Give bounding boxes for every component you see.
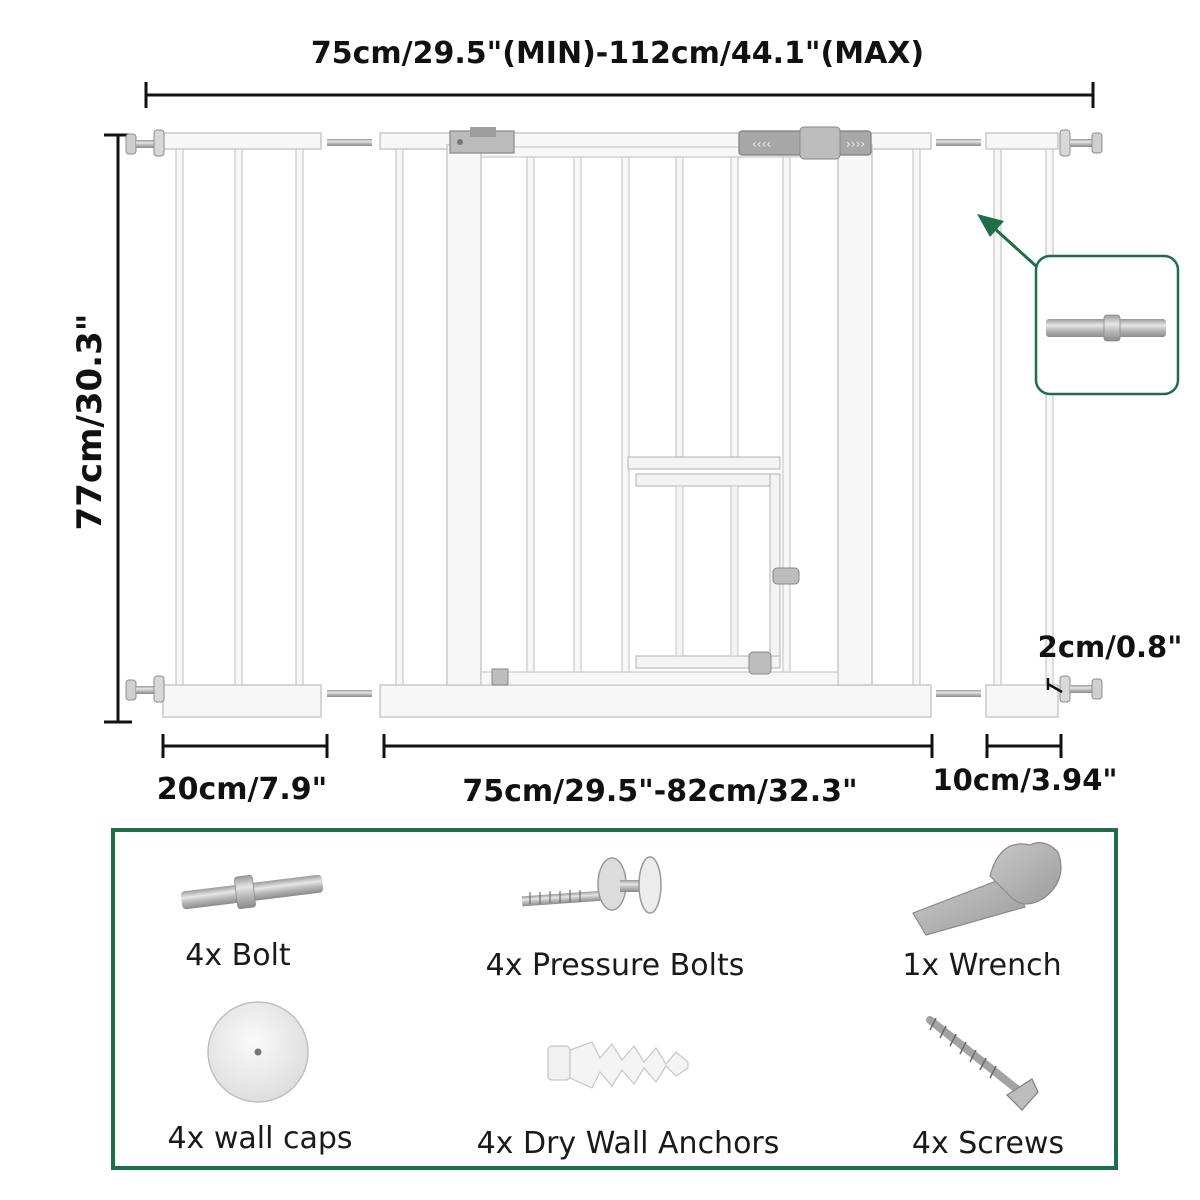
accessory-wall-caps-label: 4x wall caps xyxy=(167,1121,353,1156)
main-gate-width-label: 75cm/29.5"-82cm/32.3" xyxy=(462,774,858,809)
bolt-icon xyxy=(180,874,324,910)
connector-bolt-icon xyxy=(327,690,372,697)
total-width-dimension-line xyxy=(144,82,1095,108)
connector-bolt-icon xyxy=(327,139,372,146)
svg-text:››››: ›››› xyxy=(846,137,865,151)
main-gate-frame xyxy=(379,132,932,718)
wall-cap-icon xyxy=(207,1001,309,1103)
extension-large-dimension-line xyxy=(161,734,329,758)
connector-bolt-icon xyxy=(936,139,981,146)
wrench-icon xyxy=(912,842,1062,936)
extension-small-label: 10cm/3.94" xyxy=(932,763,1118,797)
pressure-bolt-depth-label: 2cm/0.8" xyxy=(1037,630,1183,664)
svg-text:‹‹‹‹: ‹‹‹‹ xyxy=(752,137,771,151)
screw-icon xyxy=(926,1016,1039,1111)
right-top-pressure-bolt-icon xyxy=(1059,129,1103,157)
hinge-icon xyxy=(449,127,515,154)
extension-small-dimension-line xyxy=(985,734,1063,758)
accessory-pressure-bolts-label: 4x Pressure Bolts xyxy=(485,948,745,983)
connector-bolt-icon xyxy=(936,690,981,697)
left-extension-panel xyxy=(162,132,322,718)
total-width-label: 75cm/29.5"(MIN)-112cm/44.1"(MAX) xyxy=(310,36,925,71)
wall-anchor-icon xyxy=(547,1041,689,1089)
accessory-wall-anchors-label: 4x Dry Wall Anchors xyxy=(476,1126,780,1161)
pet-door xyxy=(491,456,800,686)
height-label: 77cm/30.3" xyxy=(70,313,110,531)
extension-large-label: 20cm/7.9" xyxy=(156,772,328,807)
pressure-bolt-icon xyxy=(521,856,662,914)
gate-door xyxy=(446,144,873,686)
accessory-bolt-label: 4x Bolt xyxy=(185,938,291,973)
accessory-screws-label: 4x Screws xyxy=(911,1126,1065,1161)
right-bottom-pressure-bolt-icon xyxy=(1059,675,1103,703)
main-gate-dimension-line xyxy=(382,734,934,758)
bolt-callout xyxy=(977,214,1180,396)
left-top-pressure-bolt-icon xyxy=(125,129,165,157)
right-extension-panel xyxy=(985,132,1059,718)
latch-handle-icon: ‹‹‹‹ ›››› xyxy=(738,126,872,160)
accessory-wrench-label: 1x Wrench xyxy=(902,948,1062,983)
left-bottom-pressure-bolt-icon xyxy=(125,675,165,703)
pressure-bolt-depth-pointer xyxy=(1046,678,1063,694)
